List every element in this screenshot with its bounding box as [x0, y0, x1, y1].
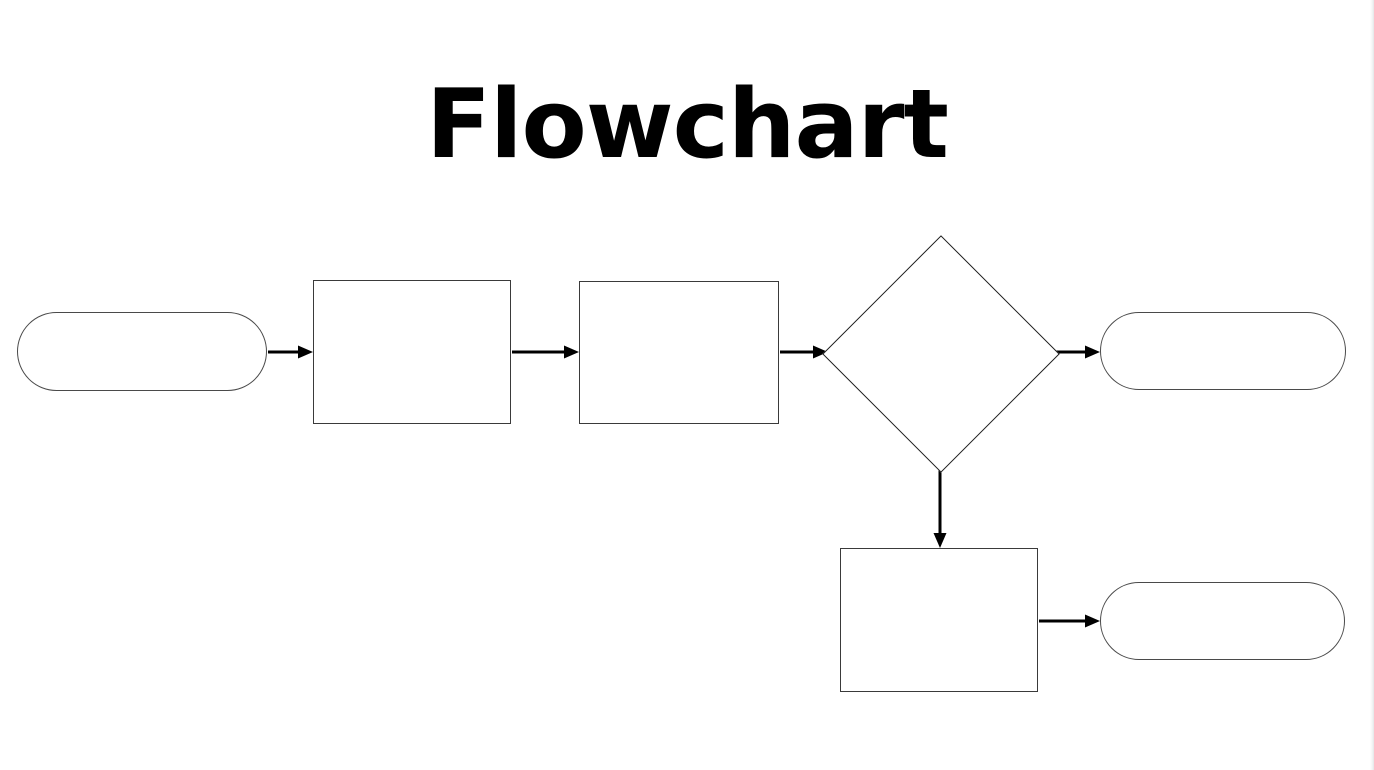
node-process-1[interactable] — [313, 280, 511, 424]
scroll-edge — [1370, 0, 1374, 770]
edge-process3-endno — [1039, 614, 1100, 628]
edge-decision1-endyes — [1053, 345, 1100, 359]
node-process-2[interactable] — [579, 281, 779, 424]
node-end-yes[interactable] — [1100, 312, 1346, 390]
edge-start-process1 — [268, 345, 313, 359]
edge-process2-decision1 — [780, 345, 828, 359]
node-decision-1[interactable] — [822, 235, 1060, 473]
node-start[interactable] — [17, 312, 267, 391]
edge-process1-process2 — [512, 345, 579, 359]
page-title: Flowchart — [426, 70, 949, 180]
node-process-3[interactable] — [840, 548, 1038, 692]
diamond-shape — [822, 235, 1060, 473]
node-end-no[interactable] — [1100, 582, 1345, 660]
edge-decision1-process3 — [933, 470, 947, 548]
